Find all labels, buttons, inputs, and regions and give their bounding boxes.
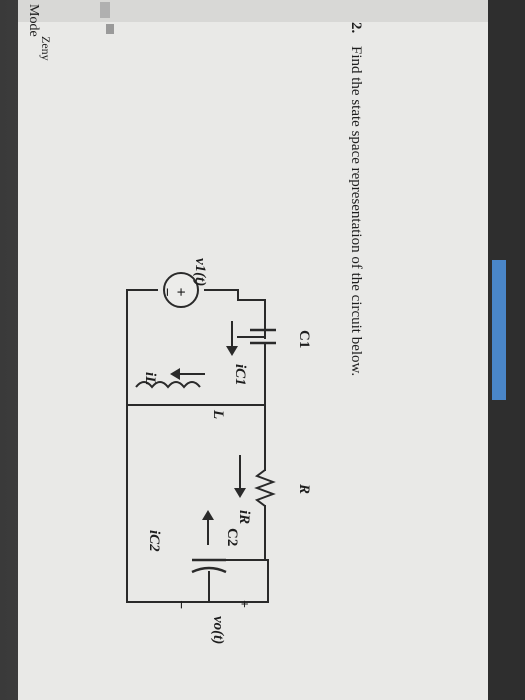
header-mark <box>100 2 110 18</box>
vo-label: vo(t) <box>210 616 226 644</box>
inductor-l <box>135 381 201 389</box>
header-mark-2 <box>106 24 114 34</box>
source-plus-sign: + <box>172 287 189 296</box>
inductor-label: L <box>210 409 226 419</box>
header-strip: Mode Zeny <box>18 0 488 61</box>
voltage-source-v1: + − <box>158 272 199 308</box>
il-label: iL <box>142 372 158 385</box>
ir-arrow <box>234 455 246 498</box>
ic2-arrow <box>202 510 214 545</box>
ir-label: iR <box>236 510 252 524</box>
problem-number: 2. <box>348 22 364 34</box>
resistor-r <box>254 469 276 507</box>
blue-highlight <box>492 260 506 400</box>
il-arrow <box>170 368 205 380</box>
problem-text: Find the state space representation of t… <box>348 46 364 376</box>
problem-statement: 2. Find the state space representation o… <box>348 22 364 376</box>
source-minus-sign: − <box>158 287 175 296</box>
capacitor-c1 <box>237 328 276 345</box>
ic1-arrow <box>226 321 238 356</box>
paper-sheet <box>18 0 488 700</box>
ic1-label: iC1 <box>232 364 248 386</box>
c1-label: C1 <box>296 330 312 348</box>
header-word-2: Zeny <box>39 36 53 61</box>
c2-label: C2 <box>224 528 240 546</box>
source-label: v1(t) <box>192 258 208 286</box>
resistor-label: R <box>296 483 312 494</box>
circuit-diagram: + − v1(t) C1 iC1 L iL <box>126 258 312 644</box>
ic2-label: iC2 <box>146 530 162 552</box>
header-word-1: Mode <box>26 4 41 37</box>
vo-plus-sign: + <box>236 600 251 608</box>
capacitor-c2 <box>126 558 269 603</box>
vo-minus-sign: − <box>172 600 189 609</box>
